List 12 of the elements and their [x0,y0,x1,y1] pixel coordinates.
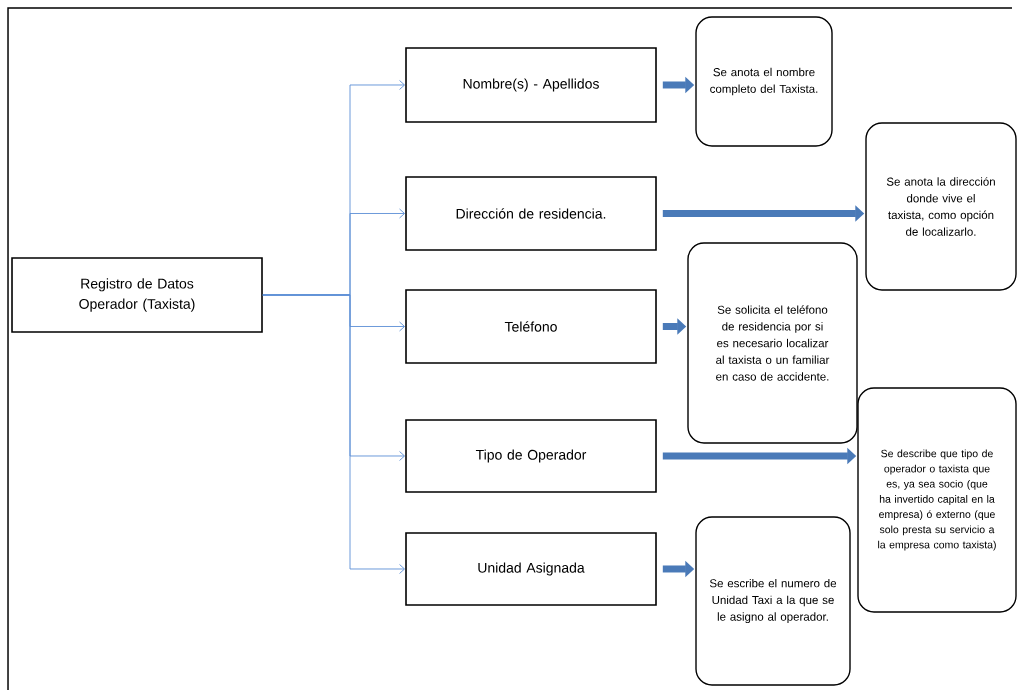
process-box: Nombre(s) - Apellidos [405,47,657,123]
description-box: Se anota la dirección donde vive el taxista, como opción de localizarlo. [865,122,1017,291]
process-box: Unidad Asignada [405,532,657,606]
description-box: Se escribe el numero de Unidad Taxi a la que se le asigno al operador. [695,516,851,686]
connector-arrow [262,294,405,574]
process-box: Registro de Datos Operador (Taxista) [11,257,263,333]
description-box: Se describe que tipo de operador o taxista que es, ya sea socio (que ha invertido capital en la empresa) ó externo (que solo presta su servicio a la empresa como taxista) [857,387,1017,613]
description-box: Se solicita el teléfono de residencia por si es necesario localizar al taxista o un familiar en caso de accidente. [687,242,858,444]
description-box: Se anota el nombre completo del Taxista. [695,16,833,147]
process-box: Dirección de residencia. [405,176,657,251]
process-box: Tipo de Operador [405,419,657,493]
process-box: Teléfono [405,289,657,364]
